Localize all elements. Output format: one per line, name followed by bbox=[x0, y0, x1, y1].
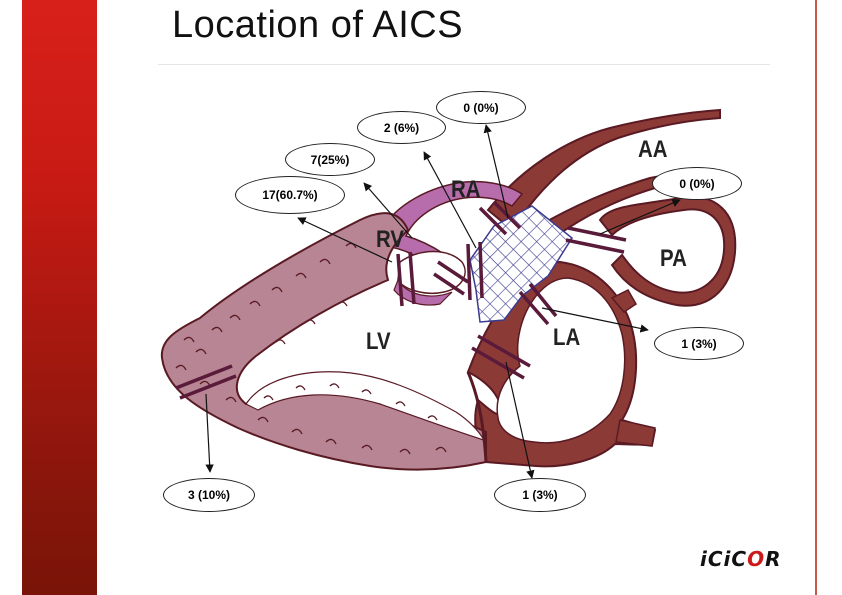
callout-aorta-root-text: 0 (0%) bbox=[463, 100, 499, 115]
label-lv: LV bbox=[366, 328, 391, 355]
callout-pulmonary-artery: 0 (0%) bbox=[652, 167, 742, 200]
callout-rv-outflow-text: 7(25%) bbox=[310, 152, 350, 167]
septum bbox=[466, 371, 488, 463]
callout-aorta-root: 0 (0%) bbox=[436, 91, 526, 124]
logo-text-o: O bbox=[747, 547, 766, 571]
slide-left-margin bbox=[0, 0, 22, 595]
callout-arrows bbox=[205, 124, 681, 479]
slide-right-rule bbox=[815, 0, 817, 595]
callout-left-atrium: 1 (3%) bbox=[654, 327, 744, 360]
callout-left-atrium-text: 1 (3%) bbox=[681, 336, 717, 351]
callout-lv-apex: 3 (10%) bbox=[163, 478, 255, 512]
label-aa: AA bbox=[638, 136, 668, 163]
label-pa: PA bbox=[660, 245, 687, 272]
left-ventricle-cavity bbox=[245, 371, 486, 442]
label-rv: RV bbox=[376, 226, 404, 253]
left-atrium-cavity bbox=[496, 277, 626, 444]
label-ra: RA bbox=[451, 176, 481, 203]
atrial-septum-mesh bbox=[469, 205, 573, 323]
logo-text-start: iCiC bbox=[700, 547, 748, 571]
callout-lv-apex-text: 3 (10%) bbox=[187, 488, 231, 502]
callout-pulmonary-artery-text: 0 (0%) bbox=[679, 176, 715, 191]
label-la: LA bbox=[553, 324, 581, 351]
slide-title: Location of AICS bbox=[172, 4, 464, 46]
callout-rv-apex: 17(60.7%) bbox=[235, 176, 345, 214]
callout-ra-text: 2 (6%) bbox=[383, 120, 420, 135]
callout-mitral-text: 1 (3%) bbox=[522, 488, 558, 502]
callout-ra: 2 (6%) bbox=[357, 111, 446, 144]
callout-rv-outflow: 7(25%) bbox=[285, 143, 375, 176]
icicor-logo: iCiCOR bbox=[700, 547, 782, 571]
title-divider bbox=[158, 64, 770, 65]
logo-text-end: R bbox=[765, 547, 782, 571]
puncture-bars bbox=[175, 200, 627, 400]
callout-mitral: 1 (3%) bbox=[494, 478, 586, 512]
callout-rv-apex-text: 17(60.7%) bbox=[262, 188, 318, 202]
trabeculations bbox=[175, 242, 447, 455]
